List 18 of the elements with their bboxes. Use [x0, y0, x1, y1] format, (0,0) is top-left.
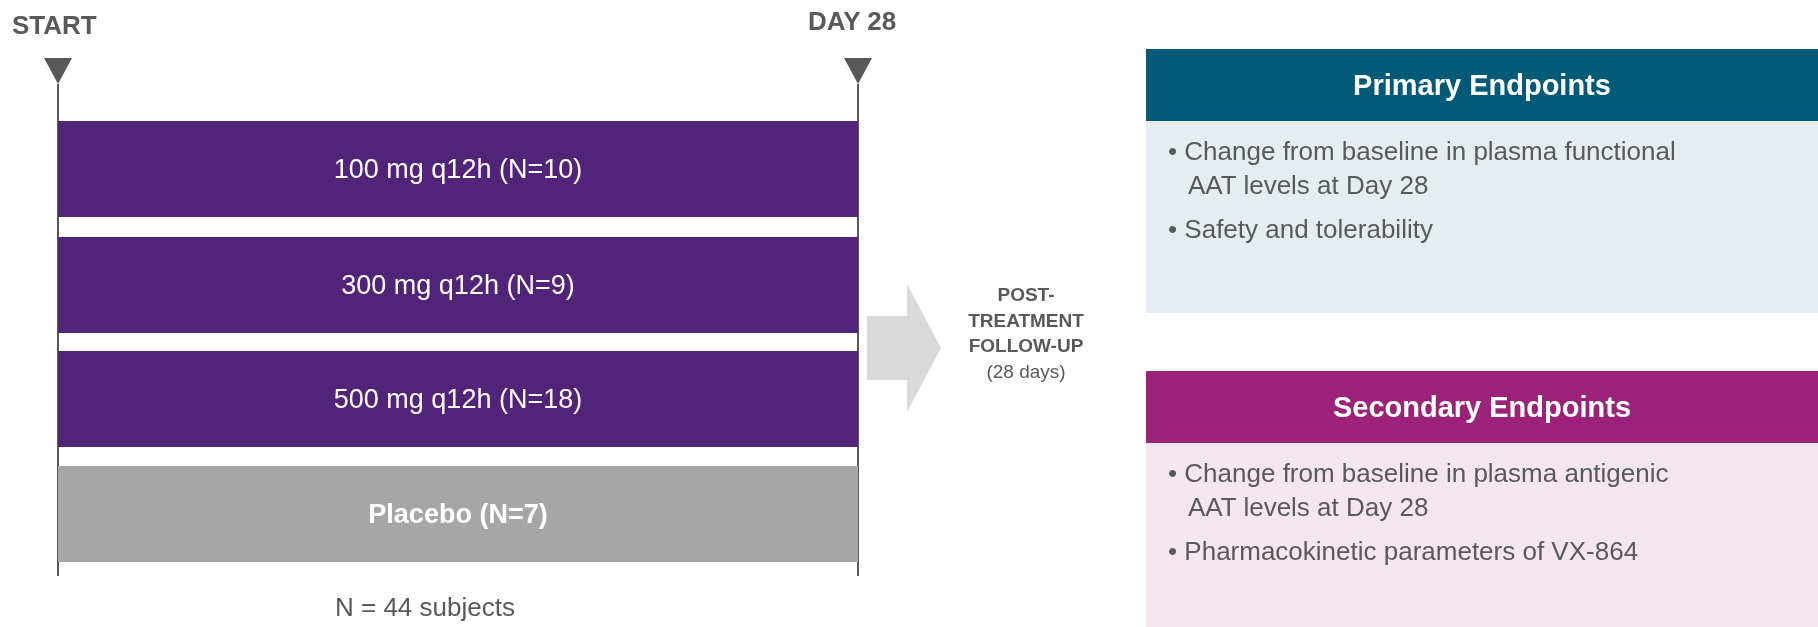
dose-arm-bar: 500 mg q12h (N=18) — [58, 351, 858, 447]
block-arrow — [867, 284, 941, 412]
endpoint-bullet: • Safety and tolerability — [1168, 212, 1434, 246]
endpoint-bullet: • Change from baseline in plasma functional AAT levels at Day 28 — [1168, 135, 1677, 202]
endpoint-bullet: • Pharmacokinetic parameters of VX-864 — [1168, 534, 1640, 568]
panel-header: Secondary Endpoints — [1146, 371, 1818, 443]
endpoint-panel — [1146, 49, 1818, 313]
panel-header: Primary Endpoints — [1146, 49, 1818, 121]
endpoint-bullet: • Change from baseline in plasma antigenic AAT levels at Day 28 — [1168, 457, 1670, 524]
endpoint-panel — [1146, 371, 1818, 627]
dose-arm-bar: 100 mg q12h (N=10) — [58, 121, 858, 217]
duration-label: (28 days) — [986, 359, 1066, 384]
dose-arm-bar: 300 mg q12h (N=9) — [58, 237, 858, 333]
follow-up-label: POST-TREATMENT FOLLOW-UP — [967, 283, 1085, 359]
timeline-label: DAY 28 — [808, 6, 897, 37]
timeline-label: START — [12, 10, 97, 41]
dose-arm-bar: Placebo (N=7) — [58, 466, 858, 562]
sample-size-note: N = 44 subjects — [335, 592, 515, 623]
